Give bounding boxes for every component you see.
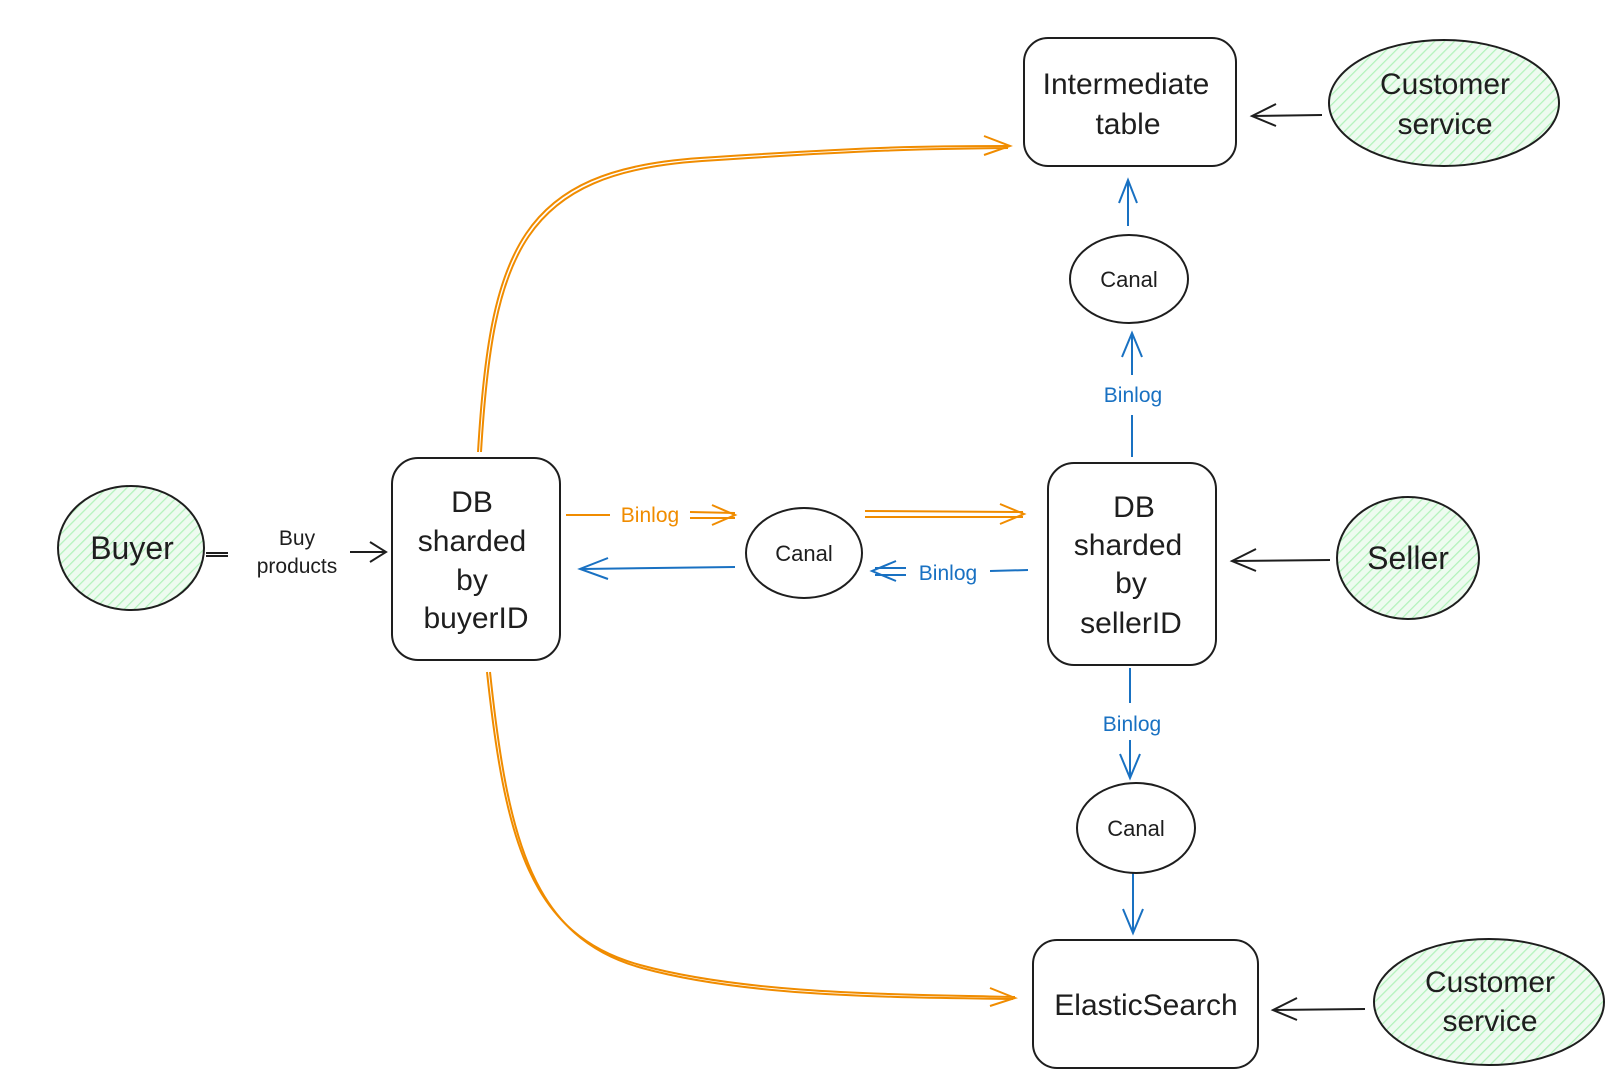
buy-products-label-line2: products	[257, 555, 338, 578]
customer-service-top-line1: Customer	[1380, 68, 1510, 101]
buyer-node[interactable]: Buyer	[57, 485, 205, 611]
db-buyer-line3: by	[456, 564, 488, 597]
customer-service-top-node[interactable]: Customer service	[1328, 39, 1560, 167]
db-seller-node[interactable]: DB sharded by sellerID	[1047, 462, 1217, 666]
db-seller-line1: DB	[1113, 491, 1155, 524]
edge-canal-middle-to-db-buyer	[577, 557, 736, 580]
seller-label: Seller	[1367, 540, 1449, 576]
binlog-label-blue-bottom: Binlog	[1103, 713, 1161, 736]
canal-middle-label: Canal	[775, 541, 832, 566]
edge-db-buyer-to-elasticsearch	[486, 671, 1018, 1007]
edge-db-seller-to-canal-top	[1121, 330, 1143, 457]
edge-canal-top-to-intermediate-table	[1118, 177, 1138, 226]
buyer-label: Buyer	[90, 530, 174, 566]
edge-db-buyer-to-intermediate-table	[477, 135, 1013, 453]
db-buyer-line2: sharded	[418, 525, 526, 558]
edge-buyer-to-db-buyer	[206, 541, 388, 563]
edge-canal-bottom-to-elasticsearch	[1122, 870, 1144, 936]
db-seller-line4: sellerID	[1080, 607, 1182, 640]
intermediate-table-line2: table	[1095, 108, 1160, 141]
canal-middle-node[interactable]: Canal	[745, 507, 863, 599]
canal-top-label: Canal	[1100, 267, 1157, 292]
db-buyer-line1: DB	[451, 486, 493, 519]
db-seller-line3: by	[1115, 567, 1147, 600]
binlog-label-orange: Binlog	[621, 504, 679, 527]
customer-service-bottom-line1: Customer	[1425, 966, 1555, 999]
binlog-label-blue-middle: Binlog	[919, 562, 977, 585]
edge-db-seller-to-canal-bottom	[1119, 668, 1141, 781]
db-buyer-node[interactable]: DB sharded by buyerID	[391, 457, 561, 661]
edge-db-buyer-to-canal-middle	[566, 504, 738, 526]
edge-canal-middle-to-db-seller	[864, 503, 1027, 525]
binlog-label-blue-top: Binlog	[1104, 384, 1162, 407]
edge-customer-service-top-to-intermediate-table	[1249, 103, 1323, 127]
elasticsearch-node[interactable]: ElasticSearch	[1032, 939, 1259, 1069]
intermediate-table-node[interactable]: Intermediate table	[1023, 37, 1237, 167]
db-buyer-line4: buyerID	[423, 602, 528, 635]
canal-bottom-node[interactable]: Canal	[1076, 782, 1196, 874]
canal-top-node[interactable]: Canal	[1069, 234, 1189, 324]
buy-products-label-line1: Buy	[279, 527, 316, 550]
edge-db-seller-to-canal-middle	[869, 560, 1029, 582]
seller-node[interactable]: Seller	[1336, 496, 1480, 620]
intermediate-table-line1: Intermediate	[1043, 68, 1210, 101]
edge-seller-to-db-seller	[1229, 548, 1331, 572]
customer-service-top-line2: service	[1397, 108, 1492, 141]
elasticsearch-label: ElasticSearch	[1054, 989, 1237, 1022]
customer-service-bottom-line2: service	[1442, 1005, 1537, 1038]
edge-customer-service-bottom-to-elasticsearch	[1270, 997, 1366, 1021]
db-seller-line2: sharded	[1074, 529, 1182, 562]
customer-service-bottom-node[interactable]: Customer service	[1373, 938, 1605, 1066]
canal-bottom-label: Canal	[1107, 816, 1164, 841]
